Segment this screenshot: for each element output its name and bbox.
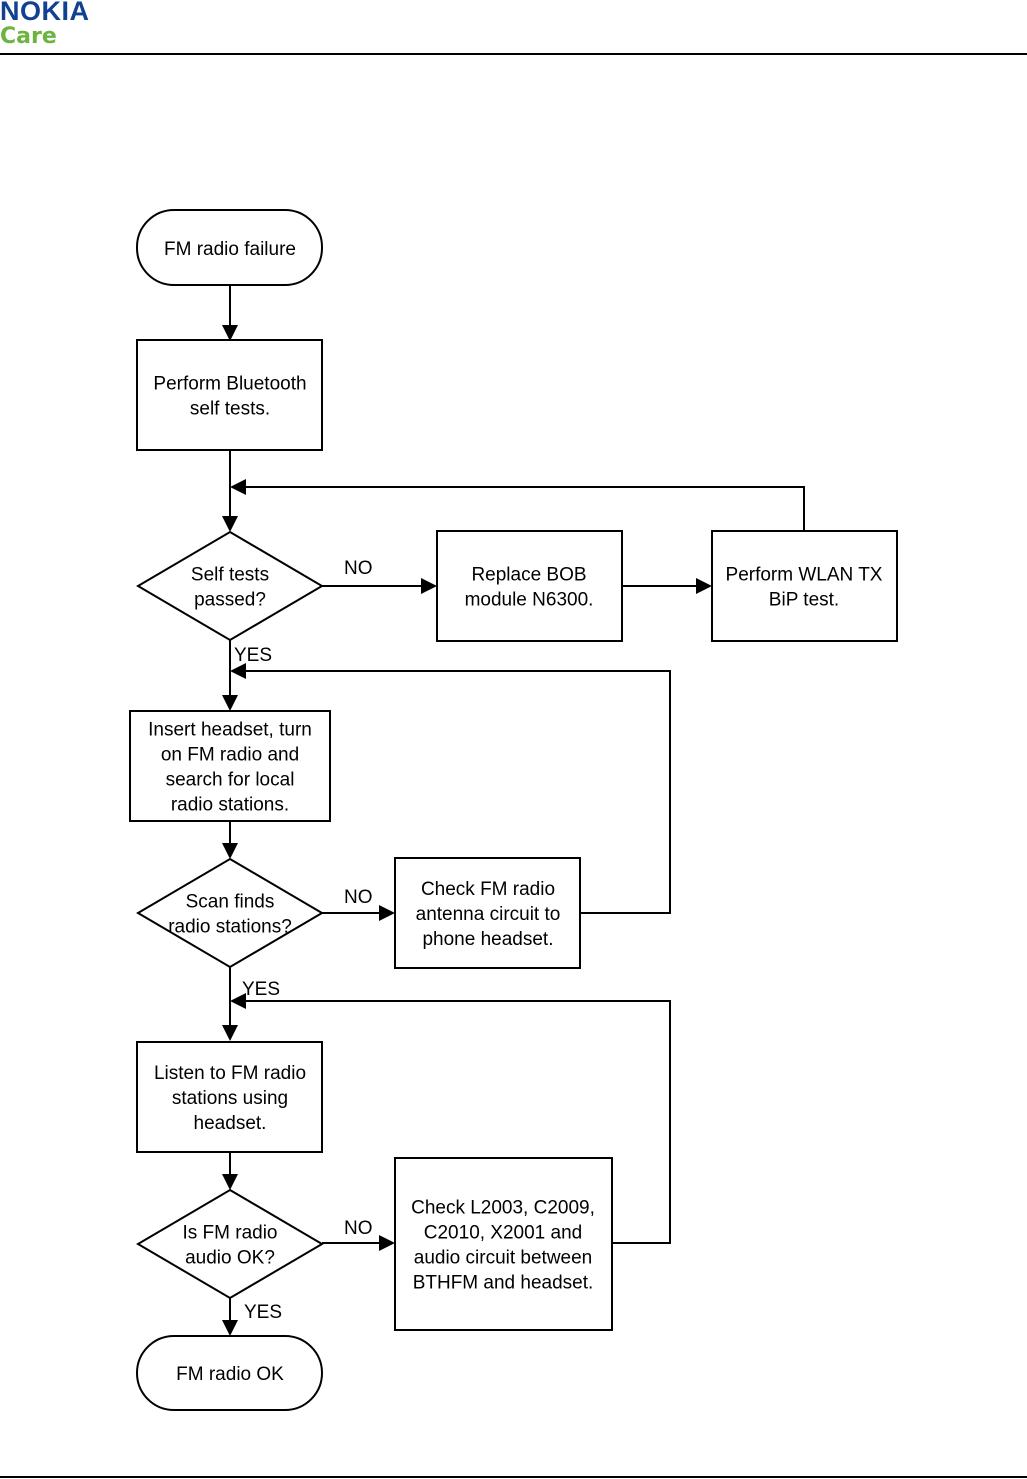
- node-check-antenna: Check FM radio antenna circuit to phone he…: [394, 857, 581, 969]
- node-text-line: FM radio OK: [176, 1364, 284, 1385]
- node-text-line: module N6300.: [465, 590, 594, 611]
- arrowhead: [222, 1320, 238, 1336]
- arrowhead: [421, 578, 437, 594]
- label-audio-no: NO: [344, 1218, 373, 1239]
- node-text-line: Listen to FM radio: [154, 1063, 306, 1084]
- arrowhead: [222, 1025, 238, 1041]
- node-text-line: Check L2003, C2009,: [411, 1198, 595, 1219]
- arrowhead: [230, 479, 246, 495]
- node-text-line: on FM radio and: [161, 745, 299, 766]
- header-rule: [0, 53, 1027, 55]
- node-text-line: headset.: [194, 1113, 267, 1134]
- label-audio-yes: YES: [244, 1302, 282, 1323]
- svg-text:FM radio failure: FM radio failure: [164, 239, 296, 260]
- node-text-line: Check FM radio: [421, 879, 555, 900]
- node-text-line: Insert headset, turn: [148, 720, 312, 741]
- label-scan-no: NO: [344, 887, 373, 908]
- node-text-line: Perform WLAN TX: [726, 565, 883, 586]
- node-text-line: Perform Bluetooth: [153, 374, 306, 395]
- connectors: [222, 285, 805, 1336]
- node-text-line: antenna circuit to: [416, 904, 561, 925]
- node-text-line: FM radio failure: [164, 239, 296, 260]
- node-text-line: Is FM radio: [182, 1223, 277, 1244]
- arrowhead: [222, 1174, 238, 1190]
- arrowhead: [230, 663, 246, 679]
- arrowhead: [222, 843, 238, 859]
- node-text-line: audio circuit between: [414, 1248, 593, 1269]
- node-text-line: search for local: [166, 770, 295, 791]
- edge-wlan-loopback: [242, 486, 805, 530]
- logo-nokia-wordmark: NOKIA: [0, 0, 90, 26]
- label-self-test-no: NO: [344, 558, 373, 579]
- node-text-line: passed?: [194, 590, 266, 611]
- arrowhead: [696, 578, 712, 594]
- node-bluetooth-self-tests: Perform Bluetooth self tests.: [136, 339, 323, 451]
- node-text-line: BTHFM and headset.: [413, 1273, 594, 1294]
- node-text-line: Scan finds: [186, 892, 275, 913]
- node-check-audio-circuit: Check L2003, C2009, C2010, X2001 and audio…: [394, 1157, 613, 1331]
- arrowhead: [222, 516, 238, 532]
- node-text-line: audio OK?: [185, 1248, 275, 1269]
- arrowhead: [379, 905, 395, 921]
- node-end: FM radio OK: [136, 1335, 323, 1411]
- node-text-line: radio stations.: [171, 795, 289, 816]
- arrowhead: [230, 993, 246, 1009]
- node-audio-decision: Is FM radio audio OK?: [136, 1188, 324, 1300]
- node-text-line: phone headset.: [422, 929, 553, 950]
- logo-care-wordmark: Care: [0, 24, 57, 49]
- edge-labels: NO YES NO YES NO YES: [234, 558, 373, 1323]
- arrowhead: [222, 695, 238, 711]
- label-scan-yes: YES: [242, 979, 280, 1000]
- node-wlan-bip-test: Perform WLAN TX BiP test.: [711, 530, 898, 642]
- node-replace-bob: Replace BOB module N6300.: [436, 530, 623, 642]
- label-self-test-yes: YES: [234, 645, 272, 666]
- node-text-line: C2010, X2001 and: [424, 1223, 582, 1244]
- node-insert-headset: Insert headset, turn on FM radio and searc…: [129, 710, 331, 822]
- node-text-line: stations using: [172, 1088, 288, 1109]
- arrowhead: [379, 1235, 395, 1251]
- node-scan-decision: Scan finds radio stations?: [136, 857, 324, 969]
- svg-text:Check L2003, C2009,C2010, X200: Check L2003, C2009, C2010, X2001 and audio…: [411, 1198, 595, 1294]
- svg-text:FM radio OK: FM radio OK: [176, 1364, 284, 1385]
- node-listen-fm: Listen to FM radio stations using headset.: [136, 1041, 323, 1153]
- node-self-tests-decision: Self tests passed?: [136, 530, 324, 642]
- node-text-line: Replace BOB: [471, 565, 586, 586]
- node-text-line: radio stations?: [168, 917, 292, 938]
- node-text-line: self tests.: [190, 399, 270, 420]
- node-text-line: Self tests: [191, 565, 269, 586]
- footer-rule: [0, 1476, 1027, 1478]
- edge-antenna-loopback: [242, 670, 671, 914]
- arrowhead: [222, 325, 238, 341]
- node-start: FM radio failure: [136, 209, 323, 286]
- edge-audio-check-loopback: [242, 1000, 671, 1244]
- node-text-line: BiP test.: [769, 590, 839, 611]
